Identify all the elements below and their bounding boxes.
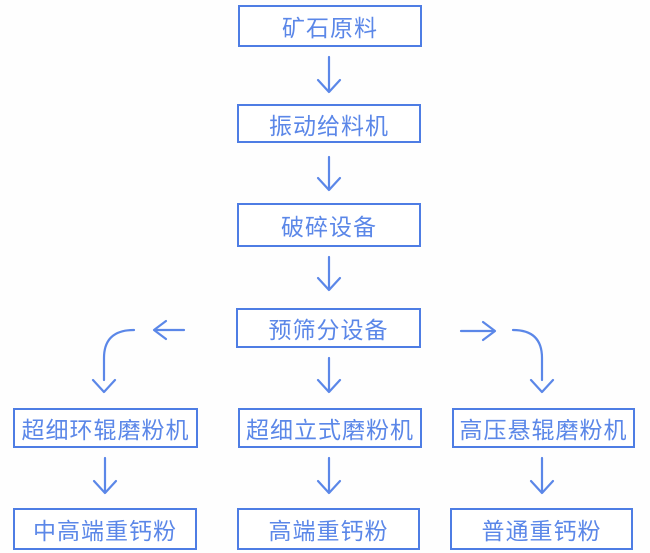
node-ordinary-powder: 普通重钙粉 (450, 508, 633, 550)
arrow-down-roller-mill-to-ordinary (529, 456, 555, 495)
arrow-down-vertical-mill-to-high-end (316, 456, 342, 495)
arrow-curve-down-right-to-roller-mill (511, 328, 555, 394)
node-prescreening-equipment-label: 预筛分设备 (268, 318, 389, 344)
arrow-curve-down-left-to-ring-mill (91, 328, 136, 394)
node-vibrating-feeder-label: 振动给料机 (269, 113, 389, 140)
node-prescreening-equipment: 预筛分设备 (236, 308, 421, 348)
node-ore-material-label: 矿石原料 (282, 16, 378, 42)
node-ultrafine-ring-roller-mill: 超细环辊磨粉机 (13, 408, 198, 448)
node-crushing-equipment: 破碎设备 (237, 203, 421, 247)
arrow-down-ring-mill-to-mid-high (92, 456, 118, 495)
node-ultrafine-vertical-mill-label: 超细立式磨粉机 (246, 418, 414, 444)
node-ore-material: 矿石原料 (238, 5, 422, 47)
arrow-right-from-prescreen (459, 320, 497, 342)
node-ultrafine-ring-roller-mill-label: 超细环辊磨粉机 (21, 418, 190, 444)
node-ordinary-powder-label: 普通重钙粉 (481, 519, 602, 545)
arrow-down-crusher-to-prescreen (316, 255, 342, 292)
arrow-left-from-prescreen (152, 319, 186, 341)
node-high-pressure-roller-mill-label: 高压悬辊磨粉机 (459, 418, 628, 444)
node-vibrating-feeder: 振动给料机 (237, 104, 421, 143)
node-high-pressure-roller-mill: 高压悬辊磨粉机 (452, 408, 635, 448)
node-mid-high-end-powder-label: 中高端重钙粉 (33, 519, 177, 545)
node-crushing-equipment-label: 破碎设备 (281, 215, 377, 241)
node-high-end-powder: 高端重钙粉 (237, 508, 420, 550)
arrow-down-ore-to-feeder (316, 55, 342, 94)
arrow-down-prescreen-to-vertical-mill (316, 356, 342, 394)
node-ultrafine-vertical-mill: 超细立式磨粉机 (238, 408, 422, 448)
node-high-end-powder-label: 高端重钙粉 (268, 519, 389, 545)
arrow-down-feeder-to-crusher (316, 155, 342, 192)
node-mid-high-end-powder: 中高端重钙粉 (13, 508, 197, 550)
